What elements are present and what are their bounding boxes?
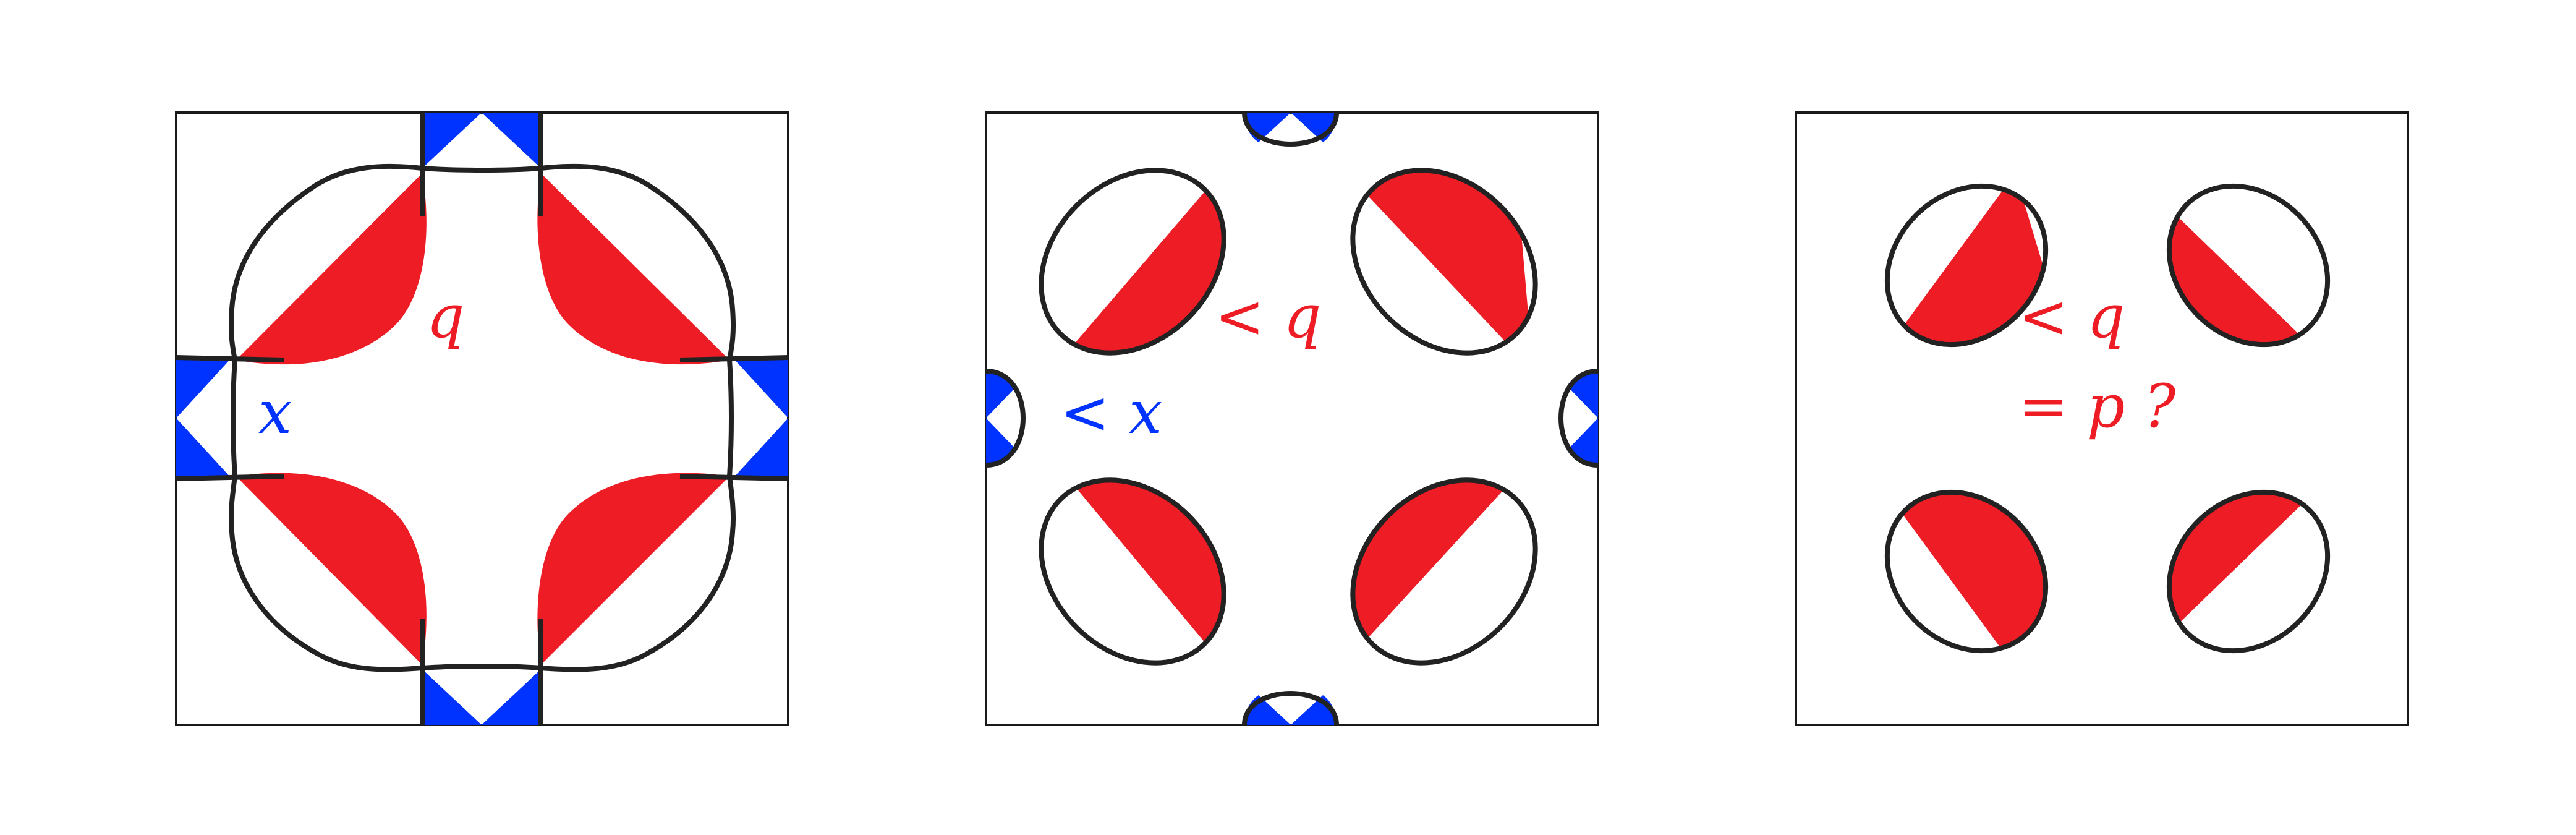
panel-1-red-label: q	[427, 282, 464, 351]
panel-1-top-stubs	[420, 113, 543, 216]
panel-1-bowtie-bottom	[422, 669, 541, 725]
panel-1-right-stubs	[679, 355, 789, 481]
panel-3-ellipse-top-left	[1879, 173, 2071, 359]
panel-1-curve-outline	[228, 163, 736, 672]
panel-2-cap-top	[1242, 112, 1339, 147]
panel-3-red-label-2: = p ?	[2018, 372, 2176, 441]
panel-2-cap-bottom	[1242, 691, 1339, 726]
panel-1-blue-label: x	[258, 378, 292, 447]
panel-2: < q < x	[985, 111, 1599, 726]
panel-1: q x	[175, 111, 789, 726]
panel-3-frame	[1795, 111, 2409, 726]
panel-1-petal-top-right-red	[537, 173, 729, 365]
panel-1-bottom-stubs	[420, 619, 543, 725]
panel-1-left-stubs	[176, 355, 285, 481]
panel-3-ellipse-top-right	[2136, 173, 2331, 359]
panel-2-ellipse-top-left	[1039, 155, 1261, 371]
panel-1-bowtie-left	[176, 358, 232, 479]
panel-2-ellipse-top-right	[1329, 155, 1538, 371]
panel-2-ellipse-bottom-left	[1039, 458, 1261, 680]
panel-3: < q = p ?	[1795, 111, 2409, 726]
panel-2-blue-label: < x	[1060, 378, 1162, 447]
panel-1-bowtie-right	[733, 358, 788, 479]
panel-2-ellipse-bottom-right	[1329, 458, 1538, 680]
panel-1-petal-bottom-right-red	[537, 473, 729, 665]
panel-3-ellipse-bottom-left	[1879, 482, 2071, 668]
panel-2-cap-left	[985, 369, 1026, 468]
panel-3-ellipse-bottom-right	[2136, 482, 2331, 668]
panel-1-petal-bottom-left-red	[236, 473, 427, 665]
panel-2-red-label: < q	[1215, 282, 1321, 351]
panel-2-cap-right	[1558, 369, 1599, 468]
panel-1-petal-top-left-red	[236, 173, 427, 365]
panel-3-red-label-1: < q	[2018, 282, 2125, 351]
panel-1-bowtie-top	[422, 113, 541, 168]
